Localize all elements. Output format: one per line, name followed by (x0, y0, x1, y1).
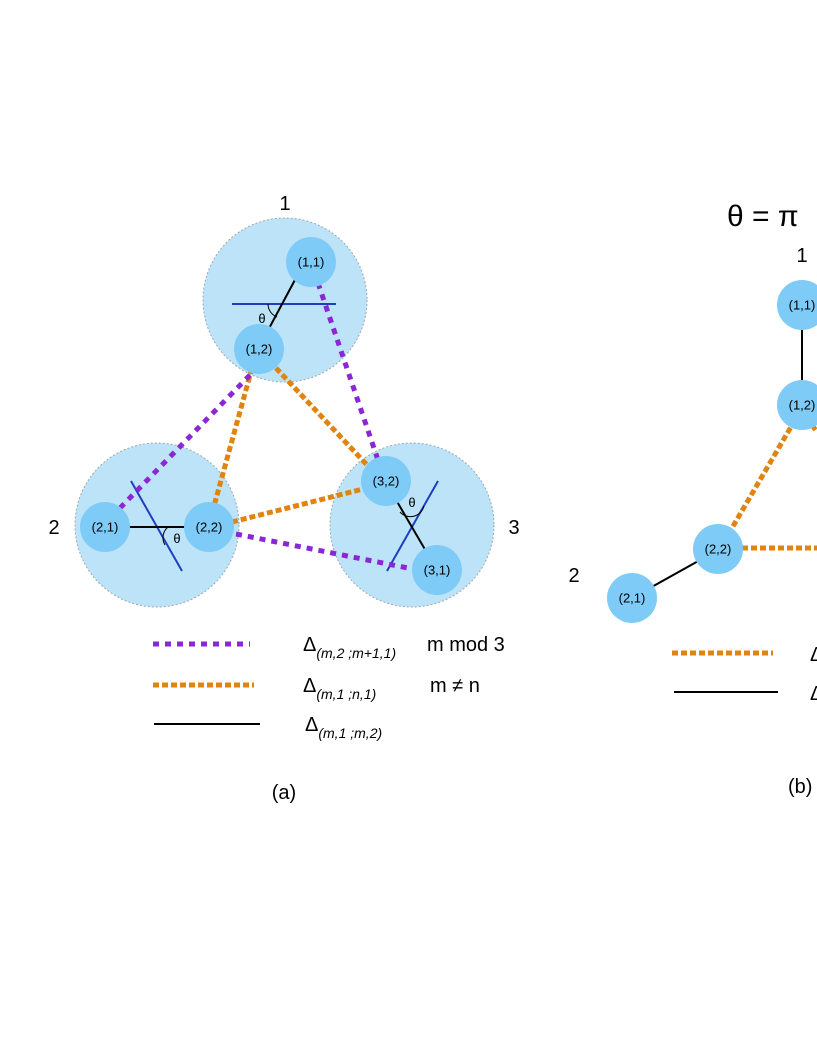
legend-b-delta-orange: Δ (810, 644, 817, 666)
legend-subscript: (m,1 ;n,1) (316, 686, 376, 702)
theta-label: θ (408, 495, 415, 510)
bond-orange-12-32 (274, 366, 370, 468)
legend-a: Δ(m,2 ;m+1,1) m mod 3 Δ(m,1 ;n,1) m ≠ n … (153, 634, 505, 741)
bond-b-orange-diag (722, 418, 798, 542)
node-label: (3,2) (373, 474, 400, 489)
node-b-2-1: (2,1) (607, 573, 657, 623)
panel-b-title: θ = π (727, 200, 799, 233)
node-label: (1,2) (246, 342, 273, 357)
node-label: (2,1) (619, 591, 646, 606)
theta-label: θ (173, 531, 180, 546)
legend-b-delta-black: Δ (810, 683, 817, 705)
panel-label-a: (a) (272, 782, 296, 804)
bond-orange-22-32 (231, 486, 364, 525)
panel-b: θ = π 1 2 (1,1) (1,2) (2,2) (2,1) Δ Δ (568, 200, 817, 798)
node-3-2: (3,2) (361, 456, 411, 506)
cluster-3-axis (386, 480, 439, 572)
legend-entry-purple: Δ(m,2 ;m+1,1) (303, 634, 396, 661)
node-label: (1,1) (789, 298, 816, 313)
legend-delta: Δ (305, 714, 318, 736)
node-label: (2,2) (196, 520, 223, 535)
cluster-label-b-2: 2 (568, 565, 579, 587)
cluster-label-b-1: 1 (796, 245, 807, 267)
node-b-1-2: (1,2) (777, 380, 817, 430)
node-1-2: (1,2) (234, 324, 284, 374)
theta-arc-3 (399, 505, 425, 518)
panel-a: (1,1) (1,2) (2,1) (2,2) (3,1) (3,2) θ θ … (48, 193, 519, 804)
theta-arc-1 (267, 303, 278, 318)
bond-orange-12-22 (211, 367, 255, 507)
legend-entry-orange: Δ(m,1 ;n,1) (303, 675, 376, 702)
node-label: (1,2) (789, 398, 816, 413)
legend-subscript: (m,2 ;m+1,1) (316, 645, 396, 661)
node-label: (2,2) (705, 542, 732, 557)
node-b-2-2: (2,2) (693, 524, 743, 574)
legend-delta: Δ (303, 675, 316, 697)
node-2-1: (2,1) (80, 502, 130, 552)
node-label: (3,1) (424, 563, 451, 578)
node-b-1-1: (1,1) (777, 280, 817, 330)
cluster-label-3: 3 (508, 517, 519, 539)
legend-delta: Δ (303, 634, 316, 656)
cluster-label-2: 2 (48, 517, 59, 539)
node-label: (1,1) (298, 255, 325, 270)
node-1-1: (1,1) (286, 237, 336, 287)
panel-label-b: (b) (788, 776, 812, 798)
cluster-label-1: 1 (279, 193, 290, 215)
legend-subscript: (m,1 ;m,2) (318, 725, 382, 741)
node-2-2: (2,2) (184, 502, 234, 552)
node-3-1: (3,1) (412, 545, 462, 595)
node-label: (2,1) (92, 520, 119, 535)
legend-entry-black: Δ(m,1 ;m,2) (305, 714, 382, 741)
legend-suffix-purple: m mod 3 (427, 634, 505, 656)
theta-arc-2 (162, 526, 169, 546)
theta-label: θ (258, 311, 265, 326)
legend-suffix-orange: m ≠ n (430, 675, 480, 697)
